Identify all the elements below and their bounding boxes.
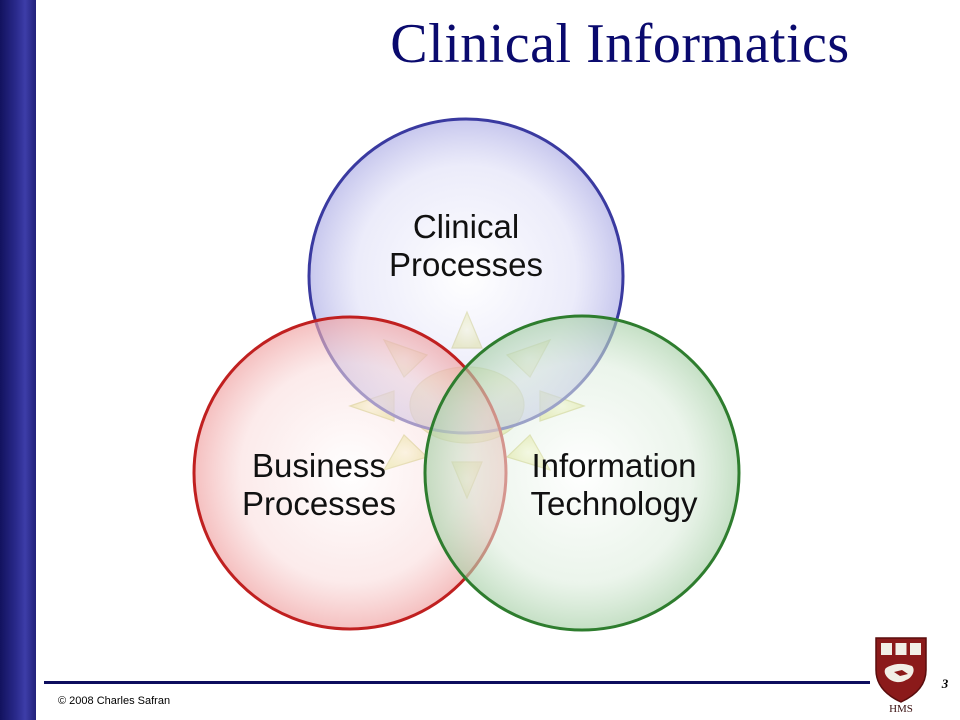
label-business-processes: Business Processes (219, 447, 419, 523)
label-business-line1: Business (252, 447, 386, 484)
logo-text: HMS (889, 703, 913, 714)
footer-divider (44, 681, 870, 684)
circle-information-technology (423, 314, 741, 632)
label-clinical-line2: Processes (388, 246, 544, 283)
label-business-line2: Processes (241, 485, 397, 522)
slide-title: Clinical Informatics (390, 13, 850, 75)
label-information-technology: Information Technology (504, 447, 724, 523)
hms-shield-logo: HMS (875, 637, 927, 714)
copyright-text: © 2008 Charles Safran (58, 695, 171, 707)
label-clinical-line1: Clinical (412, 208, 520, 245)
page-number: 3 (941, 676, 949, 691)
left-accent-bar (0, 0, 36, 720)
label-it-line1: Information (531, 447, 697, 484)
label-it-line2: Technology (530, 485, 698, 522)
label-clinical-processes: Clinical Processes (366, 208, 566, 284)
